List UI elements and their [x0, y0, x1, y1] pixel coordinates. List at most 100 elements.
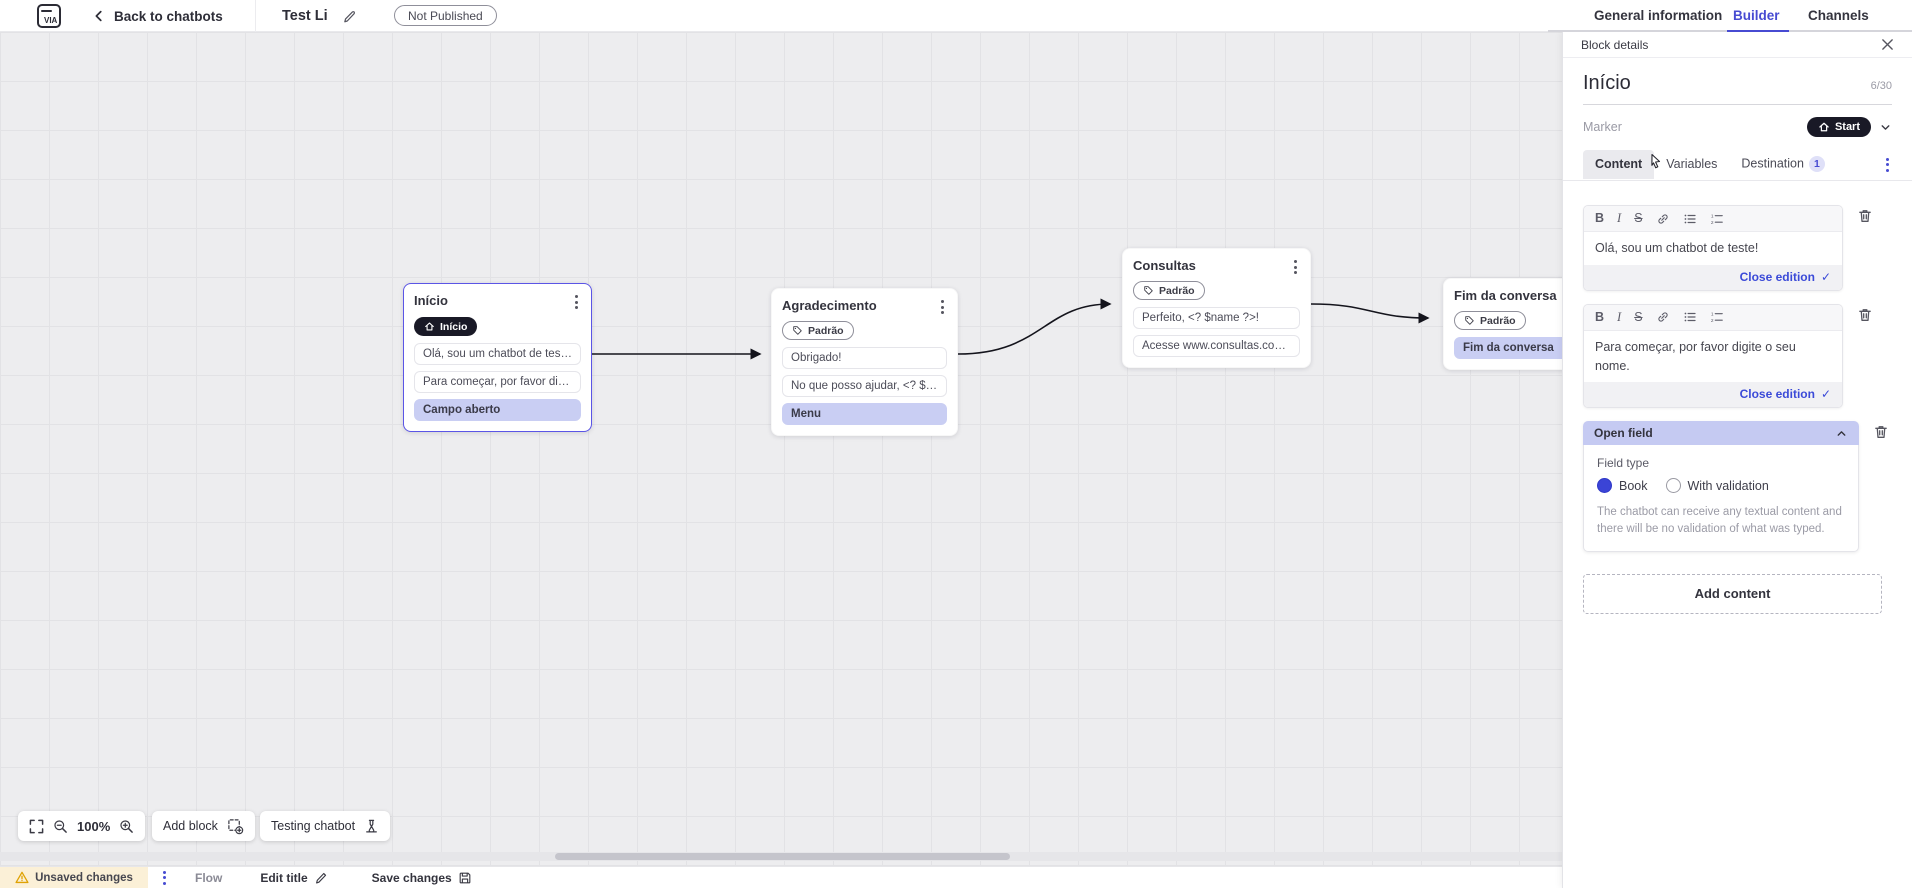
link-icon[interactable] [1656, 310, 1670, 324]
message-text-input[interactable]: Para começar, por favor digite o seu nom… [1584, 330, 1842, 383]
close-edition-button[interactable]: Close edition✓ [1584, 382, 1842, 408]
delete-content-icon[interactable] [1857, 307, 1873, 323]
block-menu-icon[interactable] [938, 298, 947, 316]
fullscreen-icon[interactable] [29, 819, 44, 834]
bullet-list-icon[interactable] [1683, 212, 1697, 226]
bold-icon[interactable]: B [1595, 211, 1605, 226]
scrollbar-thumb[interactable] [555, 853, 1010, 860]
block-content-item-menu[interactable]: Menu [782, 403, 947, 425]
back-to-chatbots-button[interactable]: Back to chatbots [92, 0, 223, 32]
padrao-tag-pill: Padrão [1454, 311, 1526, 330]
close-panel-icon[interactable] [1881, 38, 1894, 51]
flow-block-consultas[interactable]: Consultas Padrão Perfeito, <? $name ?>! … [1122, 248, 1311, 368]
radio-option-book[interactable]: Book [1597, 478, 1648, 494]
block-content-item[interactable]: No que posso ajudar, <? $name ... [782, 375, 947, 397]
add-block-label: Add block [163, 819, 218, 833]
block-content-item[interactable]: Perfeito, <? $name ?>! [1133, 307, 1300, 329]
chevron-up-icon [1837, 430, 1846, 436]
radio-option-with-validation[interactable]: With validation [1665, 478, 1769, 494]
block-title: Início [414, 293, 448, 308]
delete-content-icon[interactable] [1857, 208, 1873, 224]
marker-label: Marker [1583, 120, 1622, 134]
padrao-tag-pill: Padrão [782, 321, 854, 340]
padrao-tag-pill: Padrão [1133, 281, 1205, 300]
close-edition-button[interactable]: Close edition✓ [1584, 264, 1842, 290]
zoom-out-icon[interactable] [53, 819, 68, 834]
radio-selected-icon [1597, 478, 1612, 494]
tab-channels[interactable]: Channels [1808, 8, 1869, 23]
block-menu-icon[interactable] [572, 293, 581, 311]
block-content-item[interactable]: Olá, sou um chatbot de teste! [414, 343, 581, 365]
delete-content-icon[interactable] [1873, 424, 1889, 440]
add-block-icon [228, 818, 244, 834]
block-title: Fim da conversa [1454, 288, 1557, 303]
strikethrough-icon[interactable]: S [1634, 211, 1643, 226]
add-block-button[interactable]: Add block [152, 811, 255, 841]
message-text-input[interactable]: Olá, sou um chatbot de teste! [1584, 232, 1842, 265]
tab-builder[interactable]: Builder [1733, 8, 1780, 23]
numbered-list-icon[interactable]: 12 [1710, 310, 1724, 324]
svg-text:1: 1 [1710, 213, 1713, 219]
link-icon[interactable] [1656, 212, 1670, 226]
chevron-down-icon[interactable] [1879, 121, 1892, 134]
tab-general-information[interactable]: General information [1594, 8, 1723, 23]
edit-title-button[interactable]: Edit title [260, 871, 327, 885]
svg-text:2: 2 [1710, 219, 1713, 225]
block-content-item-open-field[interactable]: Campo aberto [414, 399, 581, 421]
statusbar-menu-icon[interactable] [160, 869, 169, 887]
panel-tab-variables[interactable]: Variables [1666, 157, 1718, 171]
open-field-header[interactable]: Open field [1583, 421, 1859, 446]
edge-consultas-fim [1310, 303, 1430, 324]
save-changes-button[interactable]: Save changes [372, 871, 472, 885]
tag-icon [1144, 286, 1153, 295]
radio-unselected-icon [1665, 478, 1681, 494]
warning-icon [15, 871, 29, 884]
add-content-button[interactable]: Add content [1583, 573, 1882, 614]
back-label: Back to chatbots [114, 8, 223, 24]
flow-block-agradecimento[interactable]: Agradecimento Padrão Obrigado! No que po… [771, 288, 958, 436]
bullet-list-icon[interactable] [1683, 310, 1697, 324]
app-logo-icon[interactable]: VIA [36, 3, 62, 29]
block-name-input[interactable]: Início [1583, 72, 1631, 94]
field-type-label: Field type [1597, 456, 1650, 471]
home-icon [1819, 122, 1829, 132]
chevron-left-icon [95, 10, 102, 22]
block-content-item[interactable]: Acesse www.consultas.com par... [1133, 335, 1300, 357]
block-content-item[interactable]: Para começar, por favor digite o ... [414, 371, 581, 393]
italic-icon[interactable]: I [1617, 211, 1622, 226]
home-icon [425, 322, 434, 331]
check-icon: ✓ [1820, 387, 1831, 402]
zoom-in-icon[interactable] [119, 819, 134, 834]
block-content-item-end[interactable]: Fim da conversa [1454, 337, 1562, 359]
open-field-description: The chatbot can receive any textual cont… [1597, 506, 1842, 535]
flow-edges [592, 298, 1430, 360]
edit-title-pencil-icon[interactable] [342, 9, 357, 24]
marker-start-pill[interactable]: Start [1806, 117, 1871, 137]
panel-tab-content[interactable]: Content [1583, 150, 1655, 179]
flow-block-inicio[interactable]: Início Início Olá, sou um chatbot de tes… [403, 283, 592, 432]
block-content-item[interactable]: Obrigado! [782, 347, 947, 369]
check-icon: ✓ [1820, 269, 1831, 284]
chatbot-title[interactable]: Test Li [282, 8, 328, 24]
flow-block-fim-da-conversa[interactable]: Fim da conversa Padrão Fim da conversa [1443, 278, 1562, 370]
panel-header-title: Block details [1581, 37, 1649, 52]
flow-view-label[interactable]: Flow [195, 870, 223, 885]
strikethrough-icon[interactable]: S [1634, 310, 1643, 324]
bold-icon[interactable]: B [1595, 310, 1605, 324]
numbered-list-icon[interactable]: 12 [1710, 212, 1724, 226]
bottom-status-bar: Unsaved changes Flow Edit title Save cha… [0, 866, 1562, 888]
status-badge: Not Published [394, 5, 497, 26]
panel-tabs-menu-icon[interactable] [1883, 156, 1892, 174]
flask-icon [366, 819, 377, 832]
horizontal-scrollbar[interactable] [0, 852, 1562, 861]
save-icon [459, 872, 471, 883]
edge-agradecimento-consultas [957, 298, 1112, 355]
italic-icon[interactable]: I [1617, 310, 1622, 324]
flow-canvas[interactable]: Início Início Olá, sou um chatbot de tes… [0, 32, 1562, 888]
block-menu-icon[interactable] [1291, 258, 1300, 276]
unsaved-changes-label: Unsaved changes [35, 871, 133, 884]
testing-chatbot-button[interactable]: Testing chatbot [260, 811, 391, 841]
